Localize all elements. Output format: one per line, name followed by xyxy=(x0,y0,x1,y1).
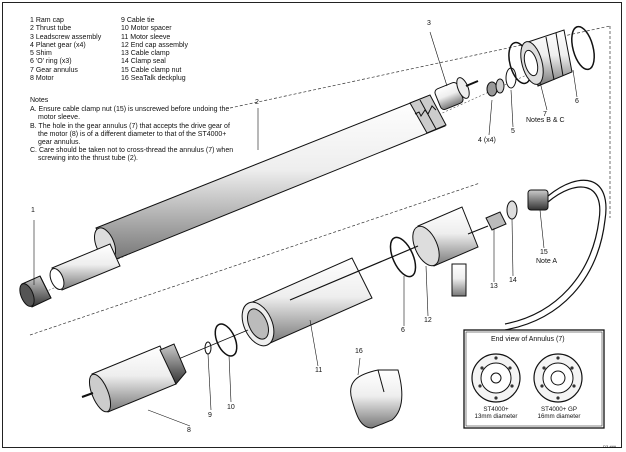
callout-16: 16 xyxy=(355,348,363,355)
callout-8: 8 xyxy=(187,427,191,434)
callout-notes-b-c: Notes B & C xyxy=(526,117,565,124)
ram-cap-drawing xyxy=(19,275,52,308)
cable-clamp-nut-drawing xyxy=(527,189,549,211)
part-item: 16 SeaTalk deckplug xyxy=(121,75,186,83)
callout-13: 13 xyxy=(490,283,498,290)
motor-sleeve-drawing xyxy=(241,257,373,347)
motor-drawing xyxy=(81,343,187,413)
callout-6-annulus: 6 xyxy=(575,98,579,105)
part-item: 9 Cable tie xyxy=(121,17,155,24)
diagram-frame xyxy=(2,2,622,448)
end-cap-assembly-drawing xyxy=(412,206,479,297)
part-item: 10 Motor spacer xyxy=(121,25,172,33)
callout-10: 10 xyxy=(227,404,235,411)
callout-14: 14 xyxy=(509,277,517,284)
callout-15-note: Note A xyxy=(536,258,558,265)
part-item: 3 Leadscrew assembly xyxy=(30,33,102,41)
part-item: 11 Motor sleeve xyxy=(121,33,171,41)
motor-spacer-drawing xyxy=(214,323,238,357)
callout-4: 4 (x4) xyxy=(478,137,496,144)
cable-drawing xyxy=(289,179,607,331)
part-item: 1 Ram cap xyxy=(30,17,64,24)
callout-15: 15 xyxy=(540,249,548,256)
o-ring-end-cap-drawing xyxy=(389,236,417,278)
annulus-right-name: ST4000+ GP xyxy=(541,406,577,413)
part-item: 7 Gear annulus xyxy=(30,66,78,74)
clamp-seal-drawing xyxy=(506,200,518,220)
notes-block: Notes A. Ensure cable clamp nut (15) is … xyxy=(30,97,240,164)
leadscrew-drawing xyxy=(414,77,479,117)
annulus-left-diameter: 13mm diameter xyxy=(474,413,518,420)
part-item: 13 Cable clamp xyxy=(121,50,170,58)
annulus-left-label: ST4000+ 13mm diameter xyxy=(472,406,520,420)
callout-3: 3 xyxy=(427,20,431,27)
note-a: A. Ensure cable clamp nut (15) is unscre… xyxy=(30,106,230,122)
part-item: 6 'O' ring (x3) xyxy=(30,58,72,66)
part-item: 15 Cable clamp nut xyxy=(121,66,182,74)
annulus-end-view-inset xyxy=(463,329,605,429)
annulus-right-diameter: 16mm diameter xyxy=(537,413,581,420)
note-c: C. Care should be taken not to cross-thr… xyxy=(30,147,234,163)
callout-7: 7 xyxy=(543,111,547,118)
part-item: 4 Planet gear (x4) xyxy=(30,41,86,49)
planet-gear-drawing xyxy=(486,78,505,97)
seatalk-deckplug-drawing xyxy=(350,369,403,429)
part-item: 12 End cap assembly xyxy=(121,41,188,49)
parts-list-left: 1 Ram cap 2 Thrust tube 3 Leadscrew asse… xyxy=(30,17,101,83)
part-item: 5 Shim xyxy=(30,50,52,58)
annulus-view-title: End view of Annulus (7) xyxy=(491,336,565,343)
callout-6-end-cap: 6 xyxy=(401,327,405,334)
callout-11: 11 xyxy=(315,367,323,374)
gear-annulus-drawing xyxy=(520,29,573,87)
parts-list-right: 9 Cable tie 10 Motor spacer 11 Motor sle… xyxy=(121,17,188,83)
annulus-right-label: ST4000+ GP 16mm diameter xyxy=(532,406,586,420)
cable-clamp-drawing xyxy=(485,211,507,231)
callout-12: 12 xyxy=(424,317,432,324)
callout-5: 5 xyxy=(511,128,515,135)
part-item: 2 Thrust tube xyxy=(30,25,72,33)
callout-9: 9 xyxy=(208,412,212,419)
shim-drawing xyxy=(505,67,517,89)
drawing-reference-code: D3 ### xyxy=(603,444,616,449)
callout-1: 1 xyxy=(31,207,35,214)
note-b: B. The hole in the gear annulus (7) that… xyxy=(30,122,230,147)
o-ring-rear-drawing xyxy=(571,25,595,71)
notes-title: Notes xyxy=(30,97,49,104)
leader-lines xyxy=(33,31,578,427)
part-item: 8 Motor xyxy=(30,75,54,83)
annulus-left-name: ST4000+ xyxy=(483,406,509,413)
ram-inner-tube-drawing xyxy=(49,243,121,291)
assembly-guide-lines xyxy=(29,25,611,336)
part-item: 14 Clamp seal xyxy=(121,58,166,66)
callout-2: 2 xyxy=(255,99,259,106)
